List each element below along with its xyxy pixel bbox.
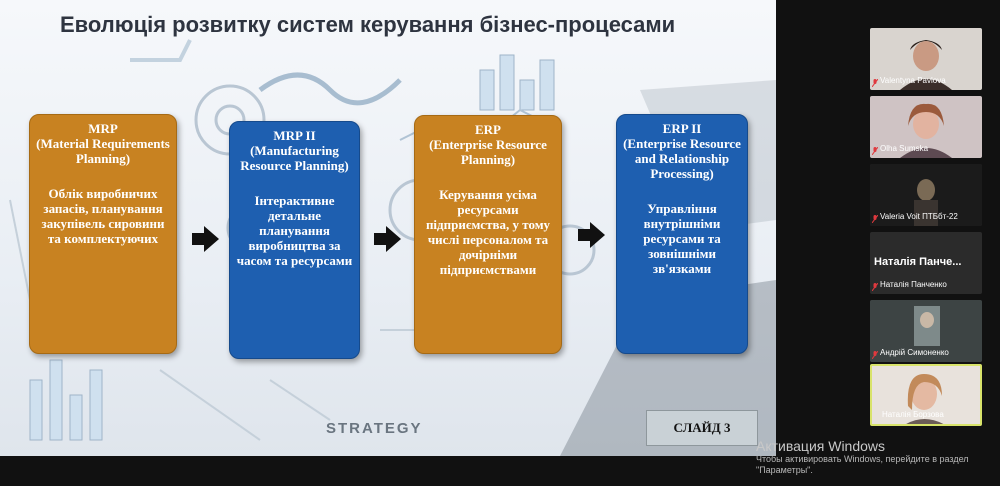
card-mrp-ii: MRP II (Manufacturing Resource Planning)… xyxy=(229,121,360,359)
card-description: Облік виробничих запасів, планування зак… xyxy=(41,186,165,246)
card-mrp: MRP (Material Requirements Planning) Обл… xyxy=(29,114,177,354)
activation-heading: Активация Windows xyxy=(756,438,886,454)
card-full-name: (Manufacturing Resource Planning) xyxy=(240,143,349,173)
muted-mic-icon xyxy=(872,147,878,155)
card-name: ERP xyxy=(475,122,501,137)
muted-mic-icon xyxy=(872,283,878,291)
card-name: MRP xyxy=(88,121,118,136)
card-full-name: (Material Requirements Planning) xyxy=(36,136,170,166)
participant-tile[interactable]: Valeria Voit ПТБбт-22 xyxy=(870,164,982,226)
participant-tile[interactable]: Valentyna Pavlova xyxy=(870,28,982,90)
card-erp: ERP (Enterprise Resource Planning) Керув… xyxy=(414,115,562,354)
participant-name: Valeria Voit ПТБбт-22 xyxy=(880,212,958,221)
participant-tile[interactable]: Наталія Панче... Наталія Панченко xyxy=(870,232,982,294)
participant-tile[interactable]: Андрій Симоненко xyxy=(870,300,982,362)
participant-video xyxy=(870,96,982,158)
background-word-strategy: STRATEGY xyxy=(326,420,423,437)
participant-name: Наталія Панченко xyxy=(880,280,947,289)
shared-screen-slide: Еволюція розвитку систем керування бізне… xyxy=(0,0,776,456)
participant-name: Наталія Борзова xyxy=(882,410,944,419)
slide-number-box: СЛАЙД 3 xyxy=(646,410,758,446)
card-description: Керування усіма ресурсами підприємства, … xyxy=(425,187,551,277)
windows-activation-watermark: Активация Windows Чтобы активировать Win… xyxy=(756,438,1000,476)
participant-video xyxy=(870,28,982,90)
participant-tile[interactable]: Olha Sumska xyxy=(870,96,982,158)
participant-video xyxy=(872,366,980,424)
muted-mic-icon xyxy=(872,79,878,87)
card-name: MRP II xyxy=(273,128,316,143)
participant-display-name: Наталія Панче... xyxy=(874,256,962,268)
card-full-name: (Enterprise Resource Planning) xyxy=(429,137,547,167)
participant-tile-active-speaker[interactable]: Наталія Борзова xyxy=(870,364,982,426)
card-description: Інтерактивне детальне планування виробни… xyxy=(236,193,353,268)
card-full-name: (Enterprise Resource and Relationship Pr… xyxy=(623,136,741,181)
muted-mic-icon xyxy=(872,215,878,223)
slide-title: Еволюція розвитку систем керування бізне… xyxy=(60,12,676,37)
activation-line: "Параметры". xyxy=(756,465,813,475)
card-description: Управління внутрішніми ресурсами та зовн… xyxy=(643,201,721,276)
card-erp-ii: ERP II (Enterprise Resource and Relation… xyxy=(616,114,748,354)
participant-video xyxy=(870,164,982,226)
participant-name: Olha Sumska xyxy=(880,144,929,153)
participant-name: Андрій Симоненко xyxy=(880,348,949,357)
activation-line: Чтобы активировать Windows, перейдите в … xyxy=(756,454,969,464)
muted-mic-icon xyxy=(872,351,878,359)
participant-video xyxy=(870,300,982,362)
participant-name: Valentyna Pavlova xyxy=(880,76,946,85)
card-name: ERP II xyxy=(662,121,702,136)
